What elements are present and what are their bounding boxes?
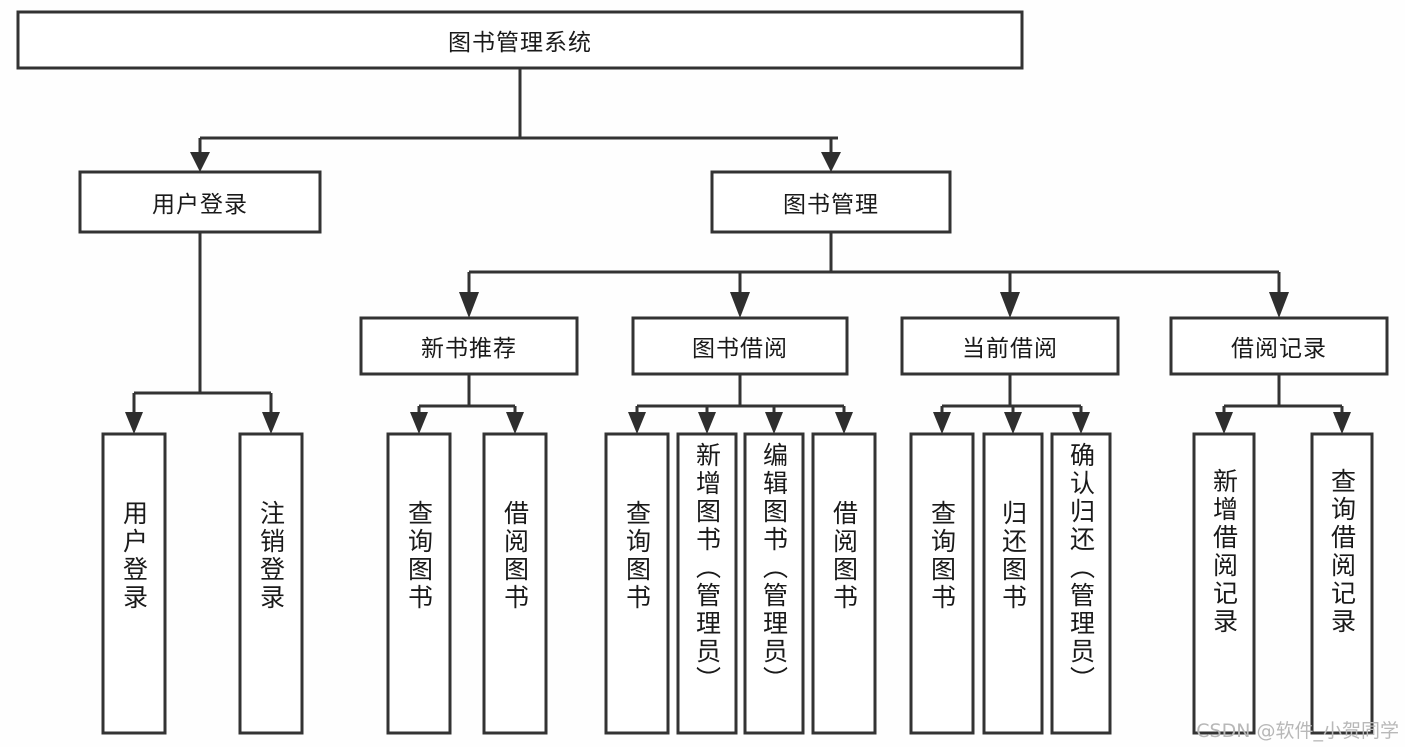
node-user-login[interactable] xyxy=(78,170,322,234)
arrow-leaf-return-book xyxy=(1004,412,1022,434)
leaf-confirm-return-admin[interactable] xyxy=(1050,432,1112,735)
arrow-leaf-query-book-2 xyxy=(628,412,646,434)
arrow-leaf-query-book-1 xyxy=(410,412,428,434)
arrow-root-to-book-mgmt xyxy=(821,152,841,172)
node-borrow-record[interactable] xyxy=(1169,316,1389,376)
arrow-leaf-add-borrow-record xyxy=(1215,412,1233,434)
leaf-borrow-book-1[interactable] xyxy=(482,432,548,735)
leaf-return-book[interactable] xyxy=(982,432,1044,735)
arrow-to-borrow-record xyxy=(1269,292,1289,318)
arrow-leaf-query-book-3 xyxy=(933,412,951,434)
arrow-leaf-borrow-book-2 xyxy=(835,412,853,434)
arrow-leaf-edit-book xyxy=(765,412,783,434)
leaf-user-login[interactable] xyxy=(101,432,167,735)
leaf-edit-book-admin[interactable] xyxy=(743,432,805,735)
node-current-borrow[interactable] xyxy=(900,316,1120,376)
arrow-leaf-logout-login xyxy=(262,412,280,434)
node-layer xyxy=(16,10,1389,735)
arrow-leaf-confirm-return xyxy=(1072,412,1090,434)
arrow-leaf-add-book xyxy=(698,412,716,434)
arrow-to-current-borrow xyxy=(1000,292,1020,318)
leaf-borrow-book-2[interactable] xyxy=(811,432,877,735)
node-book-borrow[interactable] xyxy=(631,316,849,376)
arrow-leaf-query-borrow-record xyxy=(1333,412,1351,434)
arrow-root-to-user-login xyxy=(190,152,210,172)
leaf-query-book-3[interactable] xyxy=(909,432,975,735)
leaf-query-book-2[interactable] xyxy=(604,432,670,735)
arrow-leaf-user-login xyxy=(125,412,143,434)
leaf-logout-login[interactable] xyxy=(238,432,304,735)
arrow-leaf-borrow-book-1 xyxy=(506,412,524,434)
arrow-to-book-borrow xyxy=(730,292,750,318)
node-book-management[interactable] xyxy=(710,170,952,234)
leaf-add-borrow-record[interactable] xyxy=(1192,432,1256,735)
leaf-query-book-1[interactable] xyxy=(386,432,452,735)
node-book-management-system[interactable] xyxy=(16,10,1024,70)
leaf-query-borrow-record[interactable] xyxy=(1310,432,1374,735)
node-new-book-recommend[interactable] xyxy=(359,316,579,376)
leaf-add-book-admin[interactable] xyxy=(676,432,738,735)
arrow-to-new-book-rec xyxy=(459,292,479,318)
connector-layer xyxy=(125,68,1351,434)
